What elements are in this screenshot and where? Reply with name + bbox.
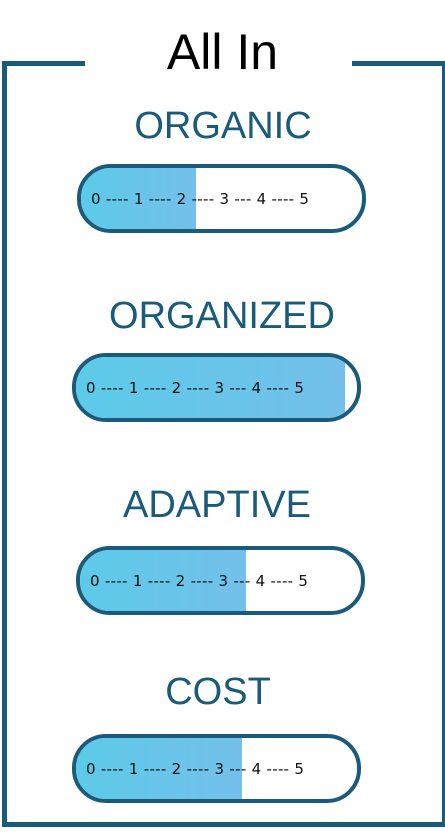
rating-scale-adaptive: 0 ---- 1 ---- 2 ---- 3 --- 4 ---- 5 — [90, 571, 309, 590]
rating-fill-cost — [76, 738, 242, 799]
frame-top-border-right — [352, 61, 442, 66]
metric-label-organized: ORGANIZED — [109, 295, 335, 337]
rating-bar-organized: 0 ---- 1 ---- 2 ---- 3 --- 4 ---- 5 — [72, 353, 361, 422]
rating-bar-organic: 0 ---- 1 ---- 2 ---- 3 --- 4 ---- 5 — [77, 164, 366, 233]
rating-fill-organized — [76, 357, 345, 418]
frame-top-border-left — [2, 61, 85, 66]
rating-bar-adaptive: 0 ---- 1 ---- 2 ---- 3 --- 4 ---- 5 — [76, 546, 365, 615]
rating-scale-cost: 0 ---- 1 ---- 2 ---- 3 --- 4 ---- 5 — [86, 759, 305, 778]
metric-label-cost: COST — [165, 671, 271, 713]
metric-label-organic: ORGANIC — [134, 105, 312, 147]
rating-scale-organic: 0 ---- 1 ---- 2 ---- 3 --- 4 ---- 5 — [91, 189, 310, 208]
rating-fill-adaptive — [80, 550, 246, 611]
rating-scale-organized: 0 ---- 1 ---- 2 ---- 3 --- 4 ---- 5 — [86, 378, 305, 397]
metric-label-adaptive: ADAPTIVE — [123, 484, 311, 526]
rating-fill-organic — [81, 168, 197, 229]
card-title: All In — [166, 24, 279, 80]
rating-bar-cost: 0 ---- 1 ---- 2 ---- 3 --- 4 ---- 5 — [72, 734, 361, 803]
card-frame — [2, 61, 445, 827]
